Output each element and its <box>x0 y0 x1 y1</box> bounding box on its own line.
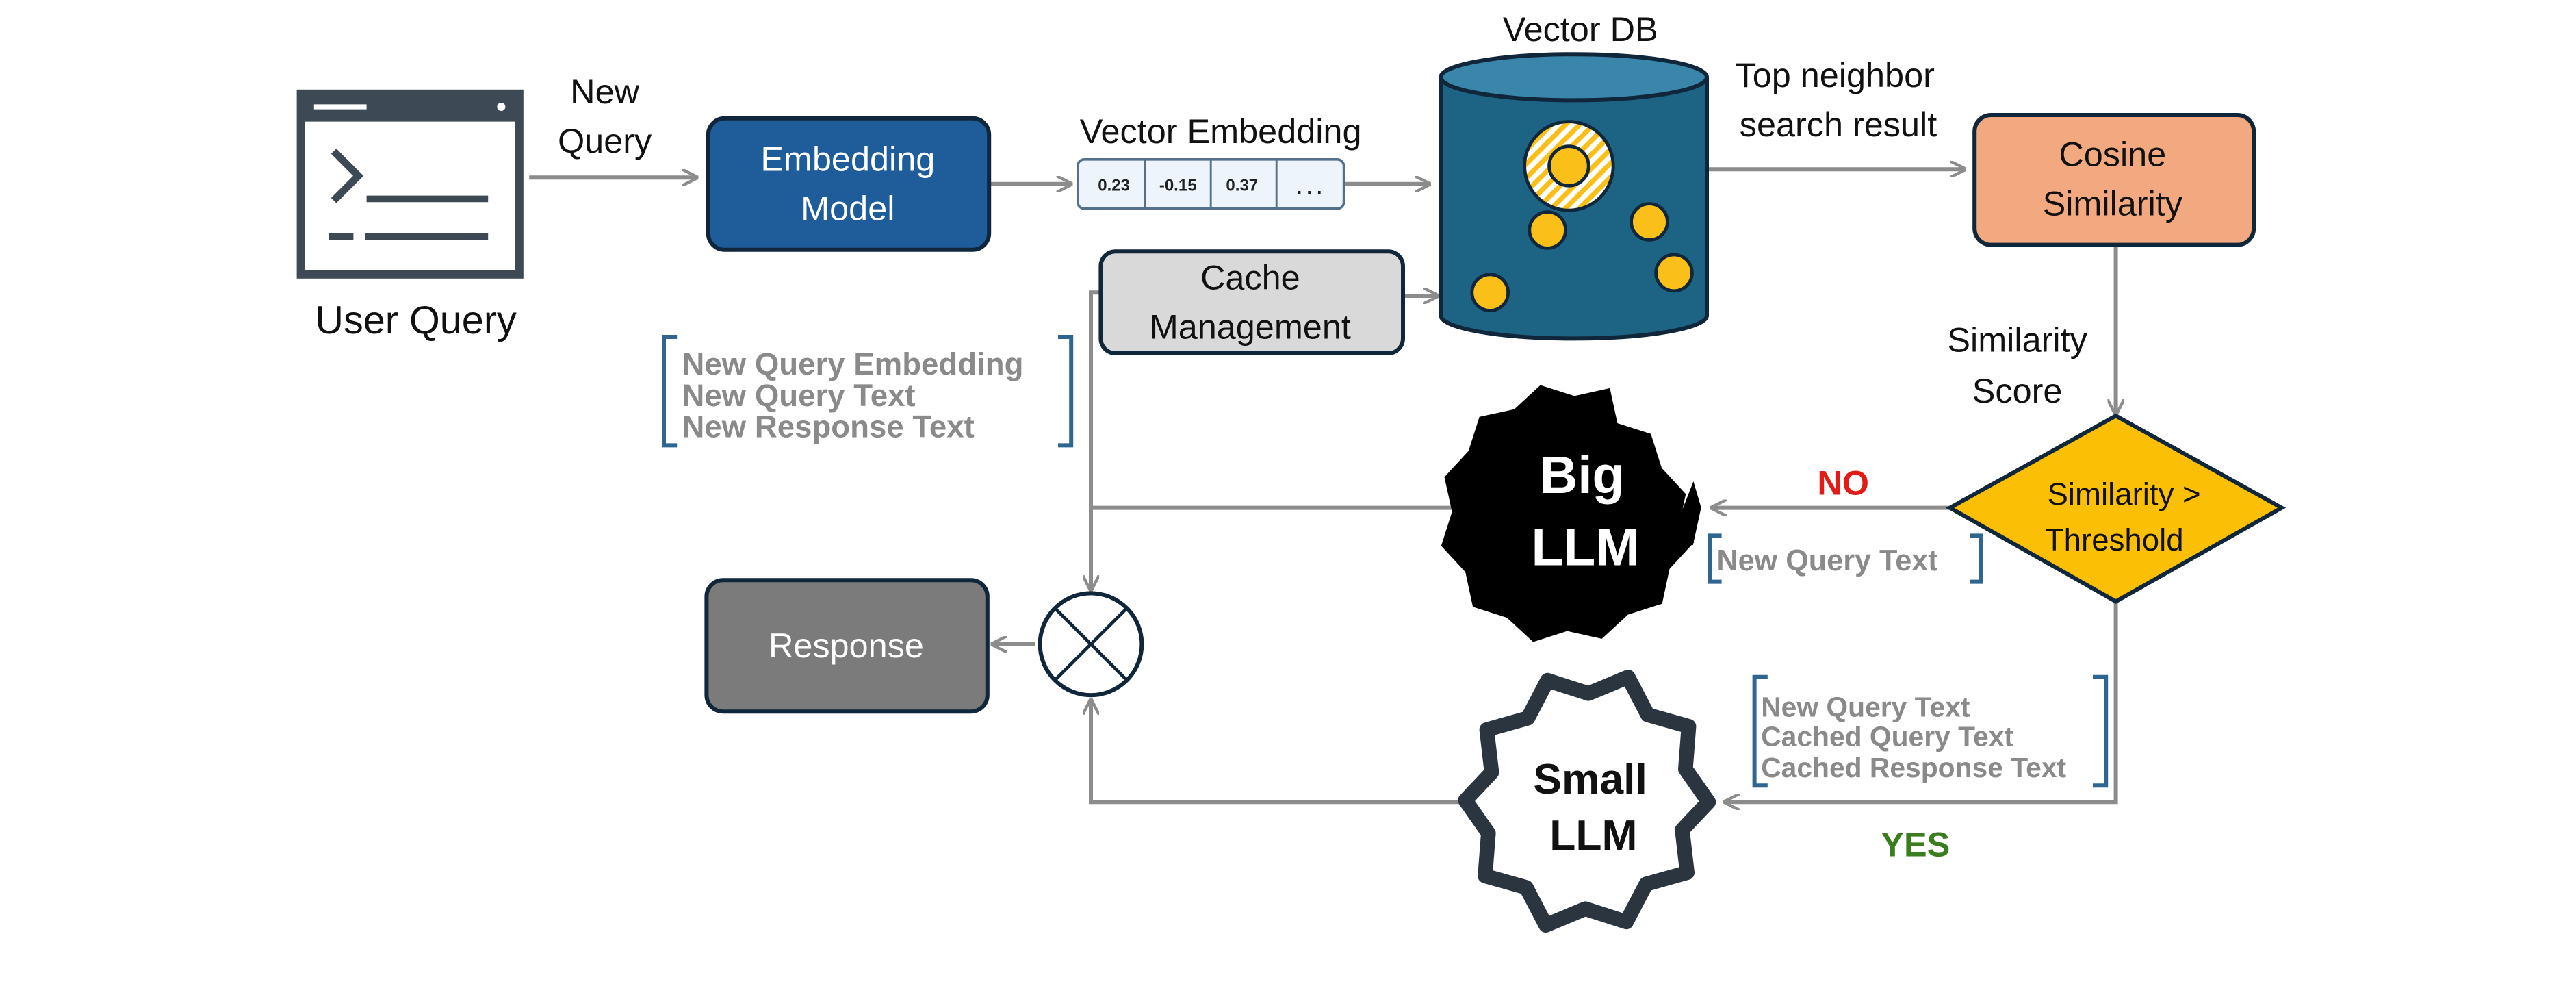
vector-cell-4: . . . <box>1297 177 1322 198</box>
vector-embedding-title: Vector Embedding <box>1080 112 1362 151</box>
top-neighbor-label-line1: Top neighbor <box>1736 55 1935 94</box>
threshold-decision: Similarity > Threshold <box>1946 413 2287 604</box>
db-point <box>1654 253 1694 293</box>
vector-db: Vector DB <box>1439 10 1709 341</box>
db-points <box>1470 120 1694 312</box>
top-neighbor-label-line2: search result <box>1740 105 1937 144</box>
embedding-model-label-line1: Embedding <box>760 140 935 179</box>
vector-embedding: Vector Embedding 0.23 -0.15 0.37 . . . <box>1076 112 1362 210</box>
decision-label-line2: Threshold <box>2045 522 2184 557</box>
new-query-label-line2: Query <box>558 121 652 160</box>
merge-node <box>1038 591 1144 698</box>
big-llm-input-text: New Query Text <box>1716 544 1937 577</box>
small-llm-input-payload: New Query Text Cached Query Text Cached … <box>1752 674 2109 788</box>
cache-input-line2: New Query Text <box>682 378 915 413</box>
yes-branch-label: YES <box>1881 824 1950 863</box>
db-query-point <box>1547 144 1590 188</box>
big-llm-label-line2: LLM <box>1532 518 1640 577</box>
vector-cell-2: -0.15 <box>1159 176 1197 194</box>
vector-cell-1: 0.23 <box>1098 176 1130 194</box>
db-point <box>1528 210 1567 250</box>
no-branch-label: NO <box>1817 463 1869 502</box>
user-query-node: User Query <box>296 89 524 342</box>
new-query-label-line1: New <box>570 72 639 111</box>
cache-management-label-line2: Management <box>1150 307 1351 346</box>
big-llm: Big LLM <box>1441 385 1701 642</box>
cache-input-line3: New Response Text <box>682 409 974 444</box>
small-llm: Small LLM <box>1458 670 1716 933</box>
big-llm-label-line1: Big <box>1540 446 1625 505</box>
arrow-decision-to-small-llm <box>1725 601 2118 802</box>
db-point <box>1630 202 1669 242</box>
cosine-similarity-label-line1: Cosine <box>2059 134 2166 173</box>
gear-outline-icon <box>1458 670 1716 933</box>
decision-label-line1: Similarity > <box>2047 477 2200 511</box>
embedding-model-label-line2: Model <box>801 189 894 228</box>
small-llm-input-line3: Cached Response Text <box>1761 752 2066 783</box>
response-label: Response <box>769 626 924 665</box>
db-point <box>1470 273 1510 312</box>
arrow-small-llm-to-merge <box>1091 700 1472 805</box>
cache-management-box: Cache Management <box>1098 249 1405 355</box>
similarity-score-label-line1: Similarity <box>1947 320 2087 359</box>
big-llm-input-payload: New Query Text <box>1708 533 1983 584</box>
small-llm-input-line2: Cached Query Text <box>1761 721 2013 753</box>
small-llm-input-line1: New Query Text <box>1761 691 1970 722</box>
cache-input-line1: New Query Embedding <box>682 346 1023 381</box>
cache-input-payload: New Query Embedding New Query Text New R… <box>661 335 1074 448</box>
user-query-label: User Query <box>315 299 517 342</box>
embedding-model-box: Embedding Model <box>706 116 992 252</box>
similarity-score-label-line2: Score <box>1972 371 2063 410</box>
small-llm-label-line2: LLM <box>1549 812 1637 859</box>
terminal-icon <box>296 89 524 279</box>
connectors <box>529 169 2115 802</box>
cache-management-label-line1: Cache <box>1200 257 1300 296</box>
cosine-similarity-box: Cosine Similarity <box>1972 113 2256 247</box>
vector-db-title: Vector DB <box>1503 10 1658 49</box>
response-box: Response <box>704 578 990 714</box>
small-llm-label-line1: Small <box>1533 756 1647 803</box>
vector-cell-3: 0.37 <box>1226 176 1258 194</box>
cosine-similarity-label-line2: Similarity <box>2043 184 2183 223</box>
